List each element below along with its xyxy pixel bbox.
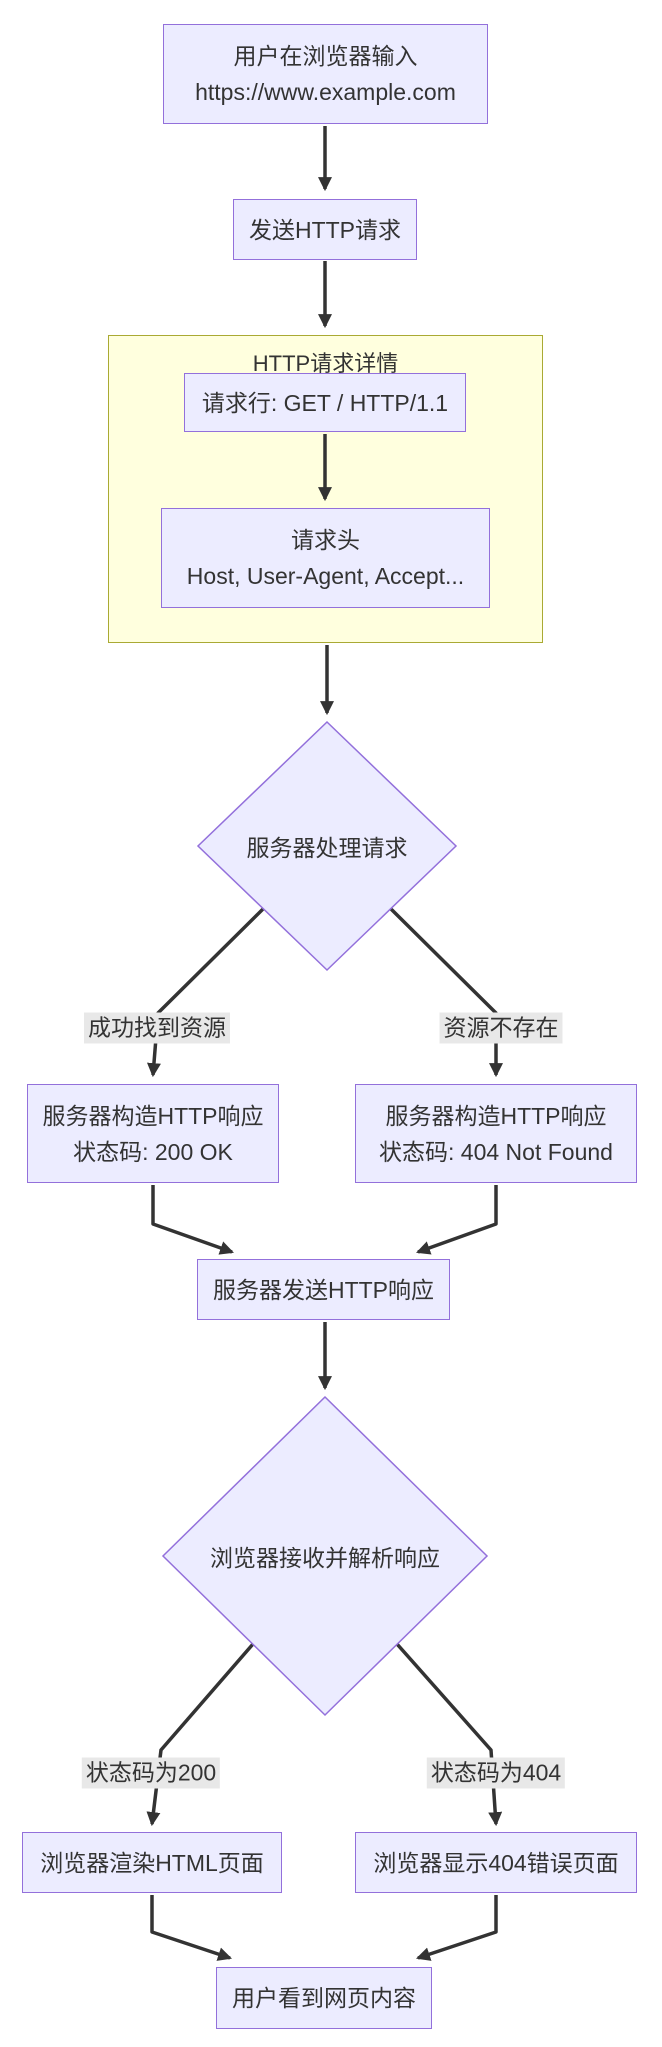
node-input-url-line2: https://www.example.com bbox=[195, 79, 456, 105]
node-response-404-line1: 服务器构造HTTP响应 bbox=[385, 1102, 607, 1129]
node-send-response: 服务器发送HTTP响应 bbox=[197, 1259, 450, 1320]
edge-label-not-found: 资源不存在 bbox=[439, 1012, 563, 1044]
node-user-sees: 用户看到网页内容 bbox=[216, 1967, 432, 2029]
edge-label-status-200: 状态码为200 bbox=[81, 1757, 221, 1789]
node-response-200-line1: 服务器构造HTTP响应 bbox=[42, 1102, 264, 1129]
node-render-html: 浏览器渲染HTML页面 bbox=[22, 1832, 282, 1893]
node-request-line-label: 请求行: GET / HTTP/1.1 bbox=[201, 389, 449, 416]
edge-404page-to-user bbox=[416, 1895, 498, 1961]
decision-browser-parse-shape bbox=[161, 1395, 489, 1717]
edge-status-200 bbox=[146, 1642, 255, 1827]
edge-found-resource bbox=[146, 906, 266, 1078]
node-render-html-label: 浏览器渲染HTML页面 bbox=[40, 1849, 264, 1876]
decision-server-process-shape bbox=[196, 720, 458, 972]
node-send-request: 发送HTTP请求 bbox=[233, 199, 417, 260]
node-send-response-label: 服务器发送HTTP响应 bbox=[212, 1276, 435, 1303]
edge-render-to-user bbox=[150, 1895, 232, 1961]
node-input-url-line1: 用户在浏览器输入 bbox=[233, 43, 418, 69]
node-input-url: 用户在浏览器输入 https://www.example.com bbox=[163, 24, 488, 124]
edge-resource-missing bbox=[388, 906, 503, 1078]
node-response-404-line2: 状态码: 404 Not Found bbox=[379, 1138, 613, 1165]
node-send-request-label: 发送HTTP请求 bbox=[248, 216, 402, 243]
edge-label-found: 成功找到资源 bbox=[84, 1012, 230, 1044]
cluster-title: HTTP请求详情 bbox=[252, 351, 399, 376]
node-request-headers: 请求头 Host, User-Agent, Accept... bbox=[161, 508, 490, 608]
node-show-404-page: 浏览器显示404错误页面 bbox=[355, 1832, 637, 1893]
node-show-404-page-label: 浏览器显示404错误页面 bbox=[373, 1849, 619, 1876]
node-user-sees-label: 用户看到网页内容 bbox=[232, 1985, 416, 2011]
node-request-headers-line1: 请求头 bbox=[291, 527, 360, 553]
node-response-404: 服务器构造HTTP响应 状态码: 404 Not Found bbox=[355, 1084, 637, 1183]
node-response-200-line2: 状态码: 200 OK bbox=[73, 1138, 233, 1165]
node-response-200: 服务器构造HTTP响应 状态码: 200 OK bbox=[27, 1084, 279, 1183]
node-request-line: 请求行: GET / HTTP/1.1 bbox=[184, 373, 466, 432]
edge-200-to-send-response bbox=[151, 1185, 234, 1255]
edge-label-status-404: 状态码为404 bbox=[426, 1757, 566, 1789]
node-request-headers-line2: Host, User-Agent, Accept... bbox=[186, 563, 465, 589]
edge-status-404 bbox=[395, 1642, 503, 1827]
decision-server-process-label: 服务器处理请求 bbox=[246, 835, 408, 861]
edge-404-to-send-response bbox=[416, 1185, 498, 1255]
decision-browser-parse-label: 浏览器接收并解析响应 bbox=[210, 1545, 440, 1571]
